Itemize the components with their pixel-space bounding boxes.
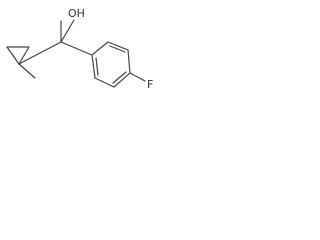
bond-central-aryl [60, 41, 93, 56]
chemical-structure-diagram: OH F [6, 7, 153, 91]
bond-ring-central-carbon [18, 41, 62, 65]
double-bond-aryl-4-5 [112, 71, 127, 84]
bond-central-hydroxyl [60, 19, 75, 43]
double-bond-aryl-6-1 [95, 57, 99, 76]
cyclopropane-ring [6, 46, 30, 65]
bond-ring-left [6, 46, 20, 65]
bond-aryl-6-1 [91, 54, 96, 79]
hydroxyl-label: OH [68, 7, 85, 20]
bond-aryl-fluorine [129, 72, 146, 82]
bond-aryl-4-5 [113, 72, 131, 88]
benzene-ring [91, 41, 131, 88]
bond-aryl-1-2 [91, 41, 109, 56]
bond-aryl-3-4 [127, 49, 131, 74]
bond-ring-right [18, 46, 30, 65]
bond-aryl-2-3 [107, 41, 129, 51]
bond-ring-methyl [18, 63, 36, 79]
fluorine-label: F [147, 78, 153, 91]
double-bond-aryl-2-3 [109, 45, 126, 53]
bond-aryl-5-6 [94, 77, 115, 88]
